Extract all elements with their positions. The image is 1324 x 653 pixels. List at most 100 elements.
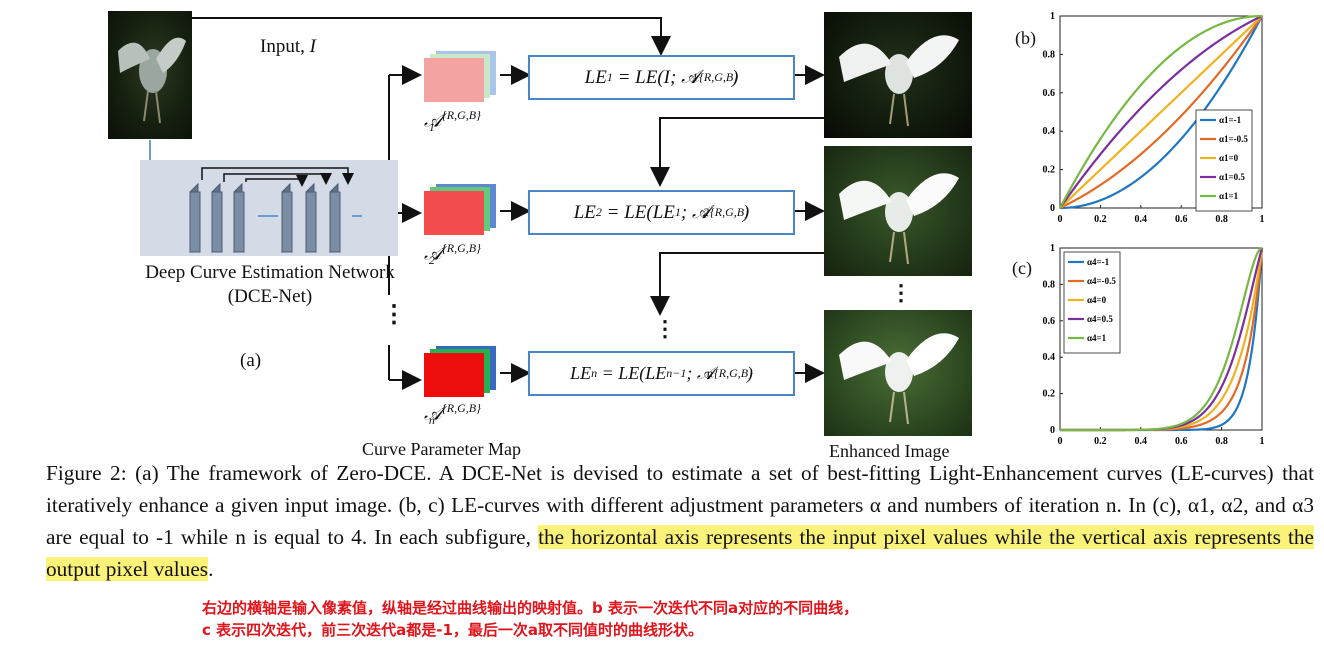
- dce-net-label-line2: (DCE-Net): [227, 286, 313, 307]
- legend-label: α4=0.5: [1087, 314, 1113, 324]
- caption-text: Figure 2: (a) The framework of Zero-DCE.…: [46, 461, 1314, 549]
- series-line: [1059, 15, 1263, 210]
- panel-label-b: (b): [1015, 28, 1036, 48]
- param-map-n-base: 𝒜: [424, 403, 442, 425]
- curve-parameter-map-label: Curve Parameter Map: [362, 439, 521, 459]
- legend-label: α1=1: [1219, 191, 1239, 201]
- param-map-2: [422, 184, 500, 235]
- le-box-2-tail: ): [742, 201, 750, 223]
- enhanced-image-2: [824, 146, 972, 276]
- series-line: [1059, 15, 1263, 209]
- bird-image-content: [839, 173, 959, 265]
- legend-label: α4=0: [1087, 295, 1107, 305]
- bird-image-content: [118, 37, 186, 124]
- param-map-1: [422, 51, 500, 102]
- x-tick-label: 0: [1058, 436, 1063, 447]
- legend-box: [1063, 251, 1121, 354]
- x-tick-label: 0.4: [1135, 436, 1148, 447]
- x-tick-label: 0.2: [1094, 214, 1107, 225]
- y-tick-label: 0.2: [1043, 165, 1056, 176]
- le-box-n-sup: {R,G,B}: [713, 366, 753, 380]
- le-box-1-tail: ): [732, 66, 739, 88]
- le-box-1-lhs: LE: [584, 66, 607, 88]
- le-box-n-lhs: LE: [570, 363, 592, 383]
- le-box-1-sup: {R,G,B}: [699, 70, 738, 84]
- param-map-n-layer-r: [424, 353, 484, 397]
- le-box-2-lhs: LE: [573, 201, 596, 223]
- x-tick-label: 0.2: [1094, 436, 1107, 447]
- chart-legend: α1=-1 α1=-0.5 α1=0 α1=0.5 α1=1: [1195, 109, 1253, 212]
- figure-caption: Figure 2: (a) The framework of Zero-DCE.…: [46, 457, 1314, 585]
- dce-net-layers: [189, 167, 362, 254]
- dce-net-label: Deep Curve Estimation Network (DCE-Net): [120, 261, 420, 309]
- enhanced-image-label: Enhanced Image: [829, 441, 950, 461]
- param-map-2-label: 𝒜{R,G,B}2: [424, 241, 481, 268]
- param-map-n-sup: {R,G,B}: [441, 401, 481, 415]
- legend-label: α1=0: [1219, 153, 1239, 163]
- series-line: [1060, 247, 1263, 432]
- param-map-1-label: 𝒜{R,G,B} 1: [424, 108, 481, 135]
- le-box-n-sub: n: [706, 366, 713, 380]
- y-tick-label: 0.4: [1043, 126, 1056, 137]
- legend-label: α4=1: [1087, 333, 1107, 343]
- vdots-le: ⋮: [654, 316, 676, 341]
- series-line: [1059, 15, 1263, 209]
- diagram-connectors: [149, 17, 825, 390]
- le-box-2-sup: {R,G,B}: [709, 205, 749, 219]
- x-tick-label: 1: [1260, 214, 1265, 225]
- param-map-1-layer-r: [424, 58, 484, 102]
- x-tick-label: 1: [1260, 436, 1265, 447]
- y-tick-label: 0: [1050, 425, 1055, 436]
- param-map-2-sub: 2: [428, 253, 435, 268]
- le-box-n-mid: ; 𝒜: [686, 363, 714, 383]
- x-tick-label: 0.4: [1135, 214, 1148, 225]
- input-image: [108, 11, 192, 139]
- y-tick-label: 0.4: [1043, 352, 1056, 363]
- param-map-n-label: 𝒜{R,G,B} n: [424, 401, 481, 428]
- vdots-enhanced: ⋮: [890, 280, 912, 305]
- bird-image-content: [839, 333, 959, 425]
- legend-label: α4=-0.5: [1087, 276, 1116, 286]
- vdots-trunk: ⋮: [382, 302, 406, 328]
- y-tick-label: 0: [1050, 203, 1055, 214]
- le-box-2-rhs: = LE(LE: [606, 201, 675, 223]
- param-map-n-sub: n: [428, 413, 435, 428]
- param-map-1-sub: 1: [428, 120, 435, 135]
- le-box-n-rhs-sub: n−1: [666, 366, 687, 380]
- param-map-n: [422, 346, 500, 397]
- dce-net-label-line1: Deep Curve Estimation Network: [145, 262, 395, 283]
- le-box-1-lhs-sub: 1: [606, 70, 613, 84]
- y-tick-label: 0.6: [1043, 88, 1056, 99]
- x-tick-label: 0: [1058, 214, 1063, 225]
- y-tick-label: 0.8: [1043, 49, 1056, 60]
- x-tick-label: 0.8: [1215, 436, 1228, 447]
- param-map-1-sup: {R,G,B}: [441, 108, 481, 122]
- enhanced-image-1: [824, 12, 972, 138]
- y-tick-label: 1: [1050, 243, 1055, 254]
- annotation-line-2: c 表示四次迭代，前三次迭代a都是-1，最后一次a取不同值时的曲线形状。: [202, 621, 704, 639]
- param-map-2-sup: {R,G,B}: [441, 241, 481, 255]
- bird-image-content: [839, 35, 959, 127]
- legend-label: α1=-0.5: [1219, 134, 1248, 144]
- le-box-2-lhs-sub: 2: [595, 205, 602, 219]
- le-box-2-rhs-sub: 1: [674, 205, 681, 219]
- caption-end: .: [208, 557, 214, 581]
- legend-label: α1=0.5: [1219, 172, 1245, 182]
- panel-label-a: (a): [240, 350, 262, 371]
- legend-box: [1195, 109, 1253, 212]
- x-tick-label: 0.6: [1175, 436, 1188, 447]
- legend-label: α4=-1: [1087, 257, 1110, 267]
- le-box-1-rhs: = LE(I; 𝒜: [617, 66, 700, 88]
- chart-legend: α4=-1 α4=-0.5 α4=0 α4=0.5 α4=1: [1063, 251, 1121, 354]
- le-box-1-sub: 1: [692, 70, 698, 84]
- annotation-line-1: 右边的横轴是输入像素值，纵轴是经过曲线输出的映射值。b 表示一次迭代不同a对应的…: [202, 599, 859, 617]
- le-box-2-sub: 2: [702, 205, 709, 219]
- input-symbol: I: [309, 36, 316, 57]
- legend-label: α1=-1: [1219, 115, 1242, 125]
- le-box-n-tail: ): [746, 363, 753, 383]
- plot-area: [1059, 15, 1263, 209]
- param-map-1-base: 𝒜: [424, 110, 442, 132]
